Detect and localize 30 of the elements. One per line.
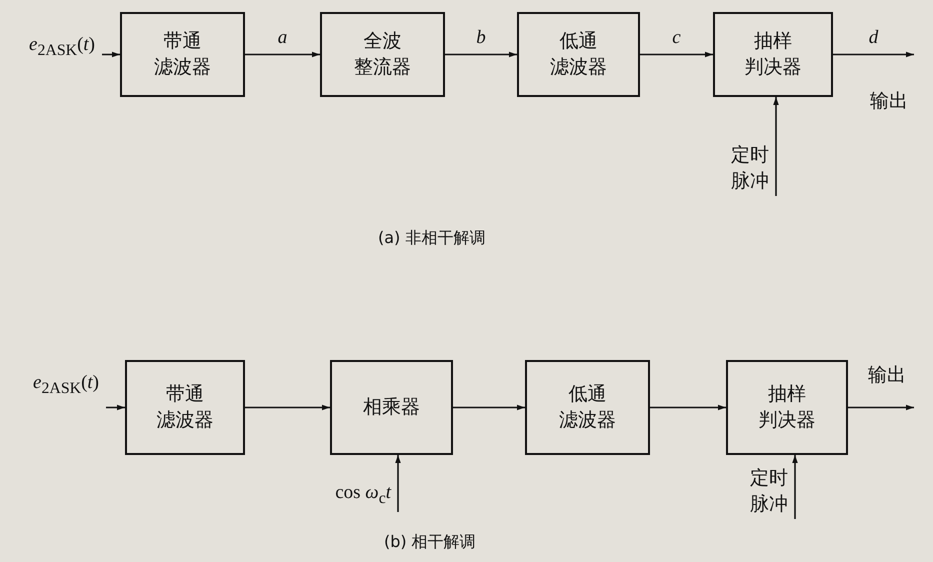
- node-label: e$_{2ASK}$(t): [14, 368, 106, 402]
- arrow: [792, 455, 798, 519]
- arrow: [245, 404, 330, 410]
- arrow: [650, 404, 726, 410]
- process-box: 带通滤波器: [125, 360, 245, 455]
- arrow: [453, 404, 525, 410]
- arrow: [640, 52, 713, 58]
- process-box: 带通滤波器: [120, 12, 245, 97]
- arrow: [245, 52, 320, 58]
- output-label: 输出: [870, 89, 908, 114]
- arrow: [848, 404, 914, 410]
- node-label: cos ω$_{c}$t: [300, 478, 398, 512]
- process-box: 低通滤波器: [517, 12, 640, 97]
- process-box: 抽样判决器: [713, 12, 833, 97]
- arrow: [102, 52, 120, 58]
- caption: (a) 非相干解调: [378, 228, 486, 249]
- process-box: 抽样判决器: [726, 360, 848, 455]
- node-label: 定时脉冲: [712, 142, 776, 196]
- process-box: 相乘器: [330, 360, 453, 455]
- output-label: 输出: [868, 363, 906, 388]
- arrow: [833, 52, 914, 58]
- arrow: [395, 455, 401, 512]
- node-label: 定时脉冲: [728, 465, 795, 519]
- caption: (b) 相干解调: [384, 532, 476, 553]
- arrow: [445, 52, 517, 58]
- arrow: [106, 404, 125, 410]
- process-box: 全波整流器: [320, 12, 445, 97]
- arrow: [773, 97, 779, 196]
- node-label: e$_{2ASK}$(t): [10, 30, 102, 64]
- process-box: 低通滤波器: [525, 360, 650, 455]
